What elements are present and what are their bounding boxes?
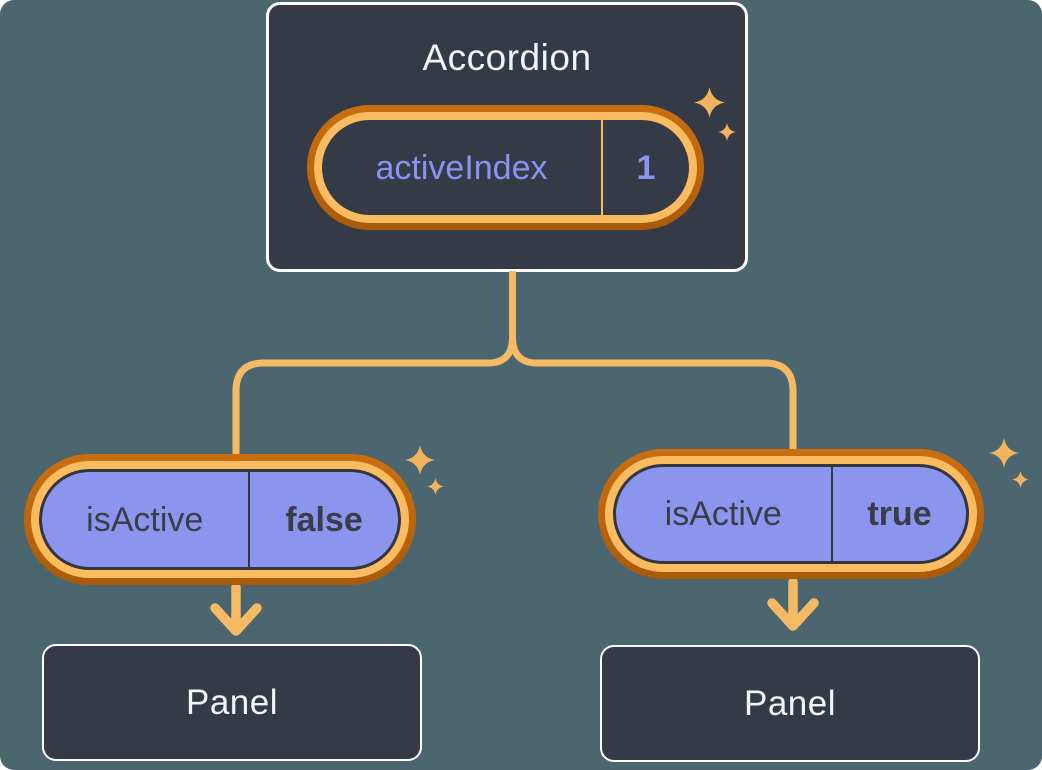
connector-right-branch <box>509 336 797 455</box>
sparkle-icon <box>694 87 725 118</box>
connector-left-branch <box>232 336 516 460</box>
pill-gold-ring: activeIndex 1 <box>314 112 697 223</box>
pill-value: false <box>285 500 363 539</box>
sparkle-icon <box>989 438 1019 468</box>
panel-component-box-right: Panel <box>600 645 980 762</box>
pill-value: true <box>867 495 932 533</box>
pill-divider <box>601 120 603 215</box>
pill-label: isActive <box>86 500 204 539</box>
pill-gold-ring: isActive true <box>605 456 977 572</box>
pill-divider <box>830 467 833 561</box>
pill-value: 1 <box>636 148 656 187</box>
state-pill-active-index: activeIndex 1 <box>307 105 704 230</box>
panel-component-box-left: Panel <box>42 644 422 761</box>
arrow-down-icon <box>767 577 819 631</box>
sparkle-icon <box>718 123 736 141</box>
pill-gold-ring: isActive false <box>31 461 409 578</box>
pill-label: activeIndex <box>375 148 548 187</box>
arrow-down-icon <box>210 582 262 636</box>
sparkle-icon <box>405 445 435 475</box>
sparkle-icon <box>1012 471 1029 488</box>
pill-label: isActive <box>664 495 782 533</box>
panel-title: Panel <box>743 684 837 723</box>
pill-divider <box>247 472 250 567</box>
accordion-title: Accordion <box>422 37 592 78</box>
panel-title: Panel <box>185 683 279 722</box>
prop-pill-is-active-left: isActive false <box>24 454 416 585</box>
sparkle-icon <box>427 478 444 495</box>
prop-pill-is-active-right: isActive true <box>598 449 984 579</box>
